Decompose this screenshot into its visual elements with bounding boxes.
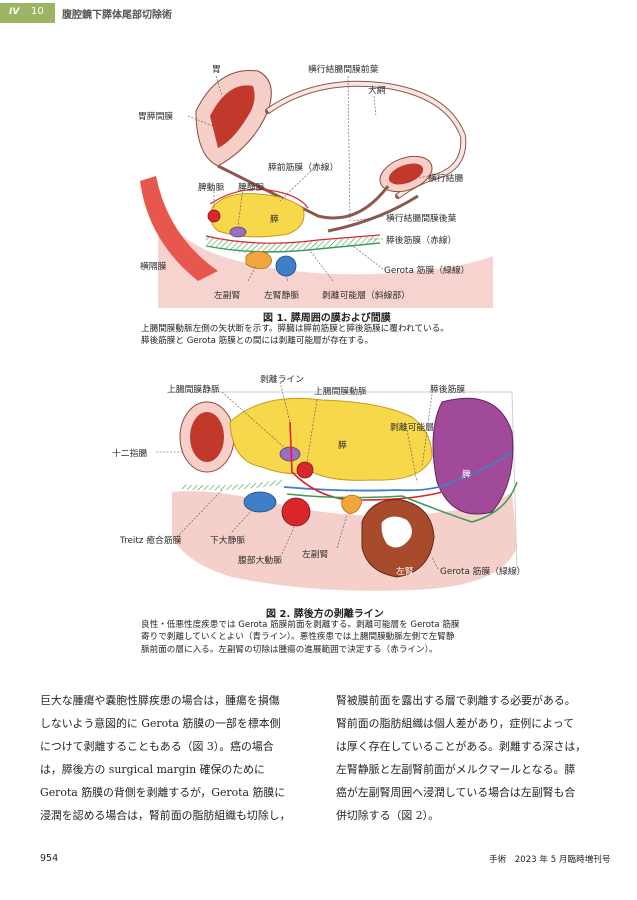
- label-dissectable: 剥離可能層: [390, 423, 434, 433]
- dissectable-layer: [206, 236, 378, 254]
- label-sma: 上腸間膜動脈: [314, 387, 367, 397]
- body-line: 腎前面の脂肪組織は個人差があり，症例によって: [336, 717, 574, 730]
- body-line: Gerota 筋膜の背側を剥離するが，Gerota 筋膜に: [40, 786, 286, 799]
- label-ivc: 下大静脈: [210, 536, 246, 546]
- pancreas-shape: [229, 397, 433, 481]
- figure-1-caption-title: 図 1. 膵周囲の膜および間膜: [263, 313, 391, 324]
- left-adrenal: [245, 251, 272, 269]
- body-line: 左腎静脈と左副腎前面がメルクマールとなる。膵: [336, 763, 576, 776]
- label-transverse-mesocolon-anterior: 横行結腸間膜前葉: [308, 65, 379, 75]
- retroperitoneal-tissue: [158, 206, 493, 308]
- label-dissection-line: 剥離ライン: [260, 375, 304, 385]
- section-number: 10: [31, 6, 44, 17]
- figure-2-caption-line: 脈前面の層に入る。左副腎の切除は腫瘍の進展範囲で決定する（赤ライン）。: [141, 644, 438, 655]
- spleen-shape: [432, 397, 514, 515]
- splenic-vein: [229, 226, 247, 238]
- running-title: 腹腔鏡下膵体尾部切除術: [62, 10, 172, 21]
- aorta-shape: [281, 497, 311, 527]
- label-diaphragm: 横隔膜: [140, 262, 167, 272]
- ivc-shape: [243, 491, 277, 513]
- journal-name: 手術 2023 年 5 月臨時増刊号: [489, 855, 611, 865]
- page-header: IV 10 腹腔鏡下膵体尾部切除術: [0, 0, 637, 26]
- label-transverse-mesocolon-posterior: 横行結腸間膜後葉: [386, 214, 457, 224]
- figure-2-drawing: [156, 381, 518, 591]
- figure-1-caption-line: 上腸間膜動脈左側の矢状断を示す。膵臓は膵前筋膜と膵後筋膜に覆われている。: [141, 324, 449, 334]
- label-pancreas: 膵: [338, 441, 347, 451]
- label-treitz: Treitz 癒合筋膜: [120, 536, 182, 546]
- label-splenic-vein: 脾静脈: [238, 183, 265, 193]
- body-line: 浸潤を認める場合は，腎前面の脂肪組織も切除し，: [40, 809, 291, 822]
- label-gerota: Gerota 筋膜（緑線）: [440, 567, 526, 577]
- label-left-adrenal: 左副腎: [214, 291, 241, 301]
- left-renal-vein: [275, 255, 297, 277]
- gerota-fascia: [286, 481, 518, 523]
- label-dissectable-layer: 剥離可能層（斜線部）: [322, 291, 410, 301]
- body-line: につけて剥離することもある（図 3）。癌の場合: [40, 740, 274, 753]
- body-line: しないよう意図的に Gerota 筋膜の一部を標本側: [40, 717, 281, 730]
- label-retropancreatic-fascia: 膵後筋膜（赤線）: [386, 236, 457, 246]
- retroperitoneum: [172, 491, 517, 591]
- body-column-left: 巨大な腫瘍や嚢胞性膵疾患の場合は，腫瘍を損傷 しないよう意図的に Gerota …: [40, 692, 291, 830]
- label-duodenum: 十二指腸: [112, 449, 148, 459]
- sma-shape: [296, 461, 314, 479]
- body-line: は，膵後方の surgical margin 確保のために: [40, 763, 265, 776]
- label-adrenal: 左副腎: [302, 550, 329, 560]
- figure-1-illustration: 胃 横行結腸間膜前葉 大網 胃膵間膜 膵前筋膜（赤線） 脾動脈 脾静脈 横行結腸…: [118, 56, 508, 308]
- figure-2-illustration: 上腸間膜静脈 剥離ライン 上腸間膜動脈 膵後筋膜 膵 剥離可能層 十二指腸 脾 …: [112, 372, 526, 600]
- smv-shape: [279, 446, 301, 462]
- body-line: 癌が左副腎周囲へ浸潤している場合は左副腎も合: [336, 786, 576, 799]
- body-line: 腎被膜前面を露出する層で剥離する必要がある。: [336, 694, 576, 707]
- label-kidney: 左腎: [396, 567, 414, 577]
- figure-1-caption-line: 膵後筋膜と Gerota 筋膜との間には剥離可能層が存在する。: [141, 336, 374, 347]
- body-line: 巨大な腫瘍や嚢胞性膵疾患の場合は，腫瘍を損傷: [40, 694, 280, 707]
- body-line: 併切除する（図 2）。: [336, 809, 439, 822]
- chapter-number: IV: [9, 7, 20, 17]
- label-pancreas: 膵: [270, 215, 279, 225]
- label-stomach: 胃: [212, 65, 221, 75]
- label-splenic-artery: 脾動脈: [198, 183, 225, 193]
- label-retro-fascia: 膵後筋膜: [430, 385, 466, 395]
- splenic-artery: [207, 209, 221, 223]
- label-aorta: 腹部大動脈: [238, 556, 282, 566]
- diaphragm-shape: [140, 176, 218, 281]
- figure-2-caption-line: 寄りで剥離していくとよい（青ライン）。悪性疾患では上腸間膜動脈左側で左腎静: [141, 632, 455, 643]
- treitz-fascia: [181, 479, 283, 491]
- label-smv: 上腸間膜静脈: [167, 385, 220, 395]
- label-prepancreatic-fascia: 膵前筋膜（赤線）: [268, 163, 339, 173]
- pancreas-shape: [209, 193, 305, 238]
- figure-2-caption: 良性・低悪性度疾患では Gerota 筋膜前面を剥離する。剥離可能層を Gero…: [141, 619, 460, 656]
- adrenal-shape: [341, 494, 363, 515]
- label-transverse-colon: 横行結腸: [428, 174, 464, 184]
- figure-1-drawing: [140, 70, 493, 308]
- label-gastropancreatic-fold: 胃膵間膜: [138, 112, 174, 122]
- label-gerota: Gerota 筋膜（緑線）: [384, 266, 470, 276]
- figure-1-caption: 上腸間膜動脈左側の矢状断を示す。膵臓は膵前筋膜と膵後筋膜に覆われている。 膵後筋…: [141, 323, 449, 348]
- figure-2-caption-title: 図 2. 膵後方の剥離ライン: [266, 609, 384, 620]
- chapter-tab: [0, 3, 55, 23]
- body-line: は厚く存在していることがある。剥離する深さは，: [336, 740, 587, 753]
- figure-2-caption-line: 良性・低悪性度疾患では Gerota 筋膜前面を剥離する。剥離可能層を Gero…: [141, 620, 460, 630]
- label-left-renal-vein: 左腎静脈: [264, 291, 300, 301]
- label-omentum: 大網: [368, 86, 386, 96]
- body-column-right: 腎被膜前面を露出する層で剥離する必要がある。 腎前面の脂肪組織は個人差があり，症…: [336, 692, 586, 830]
- label-spleen: 脾: [462, 470, 471, 480]
- page-number: 954: [40, 853, 59, 864]
- blue-dissection-line: [283, 451, 513, 492]
